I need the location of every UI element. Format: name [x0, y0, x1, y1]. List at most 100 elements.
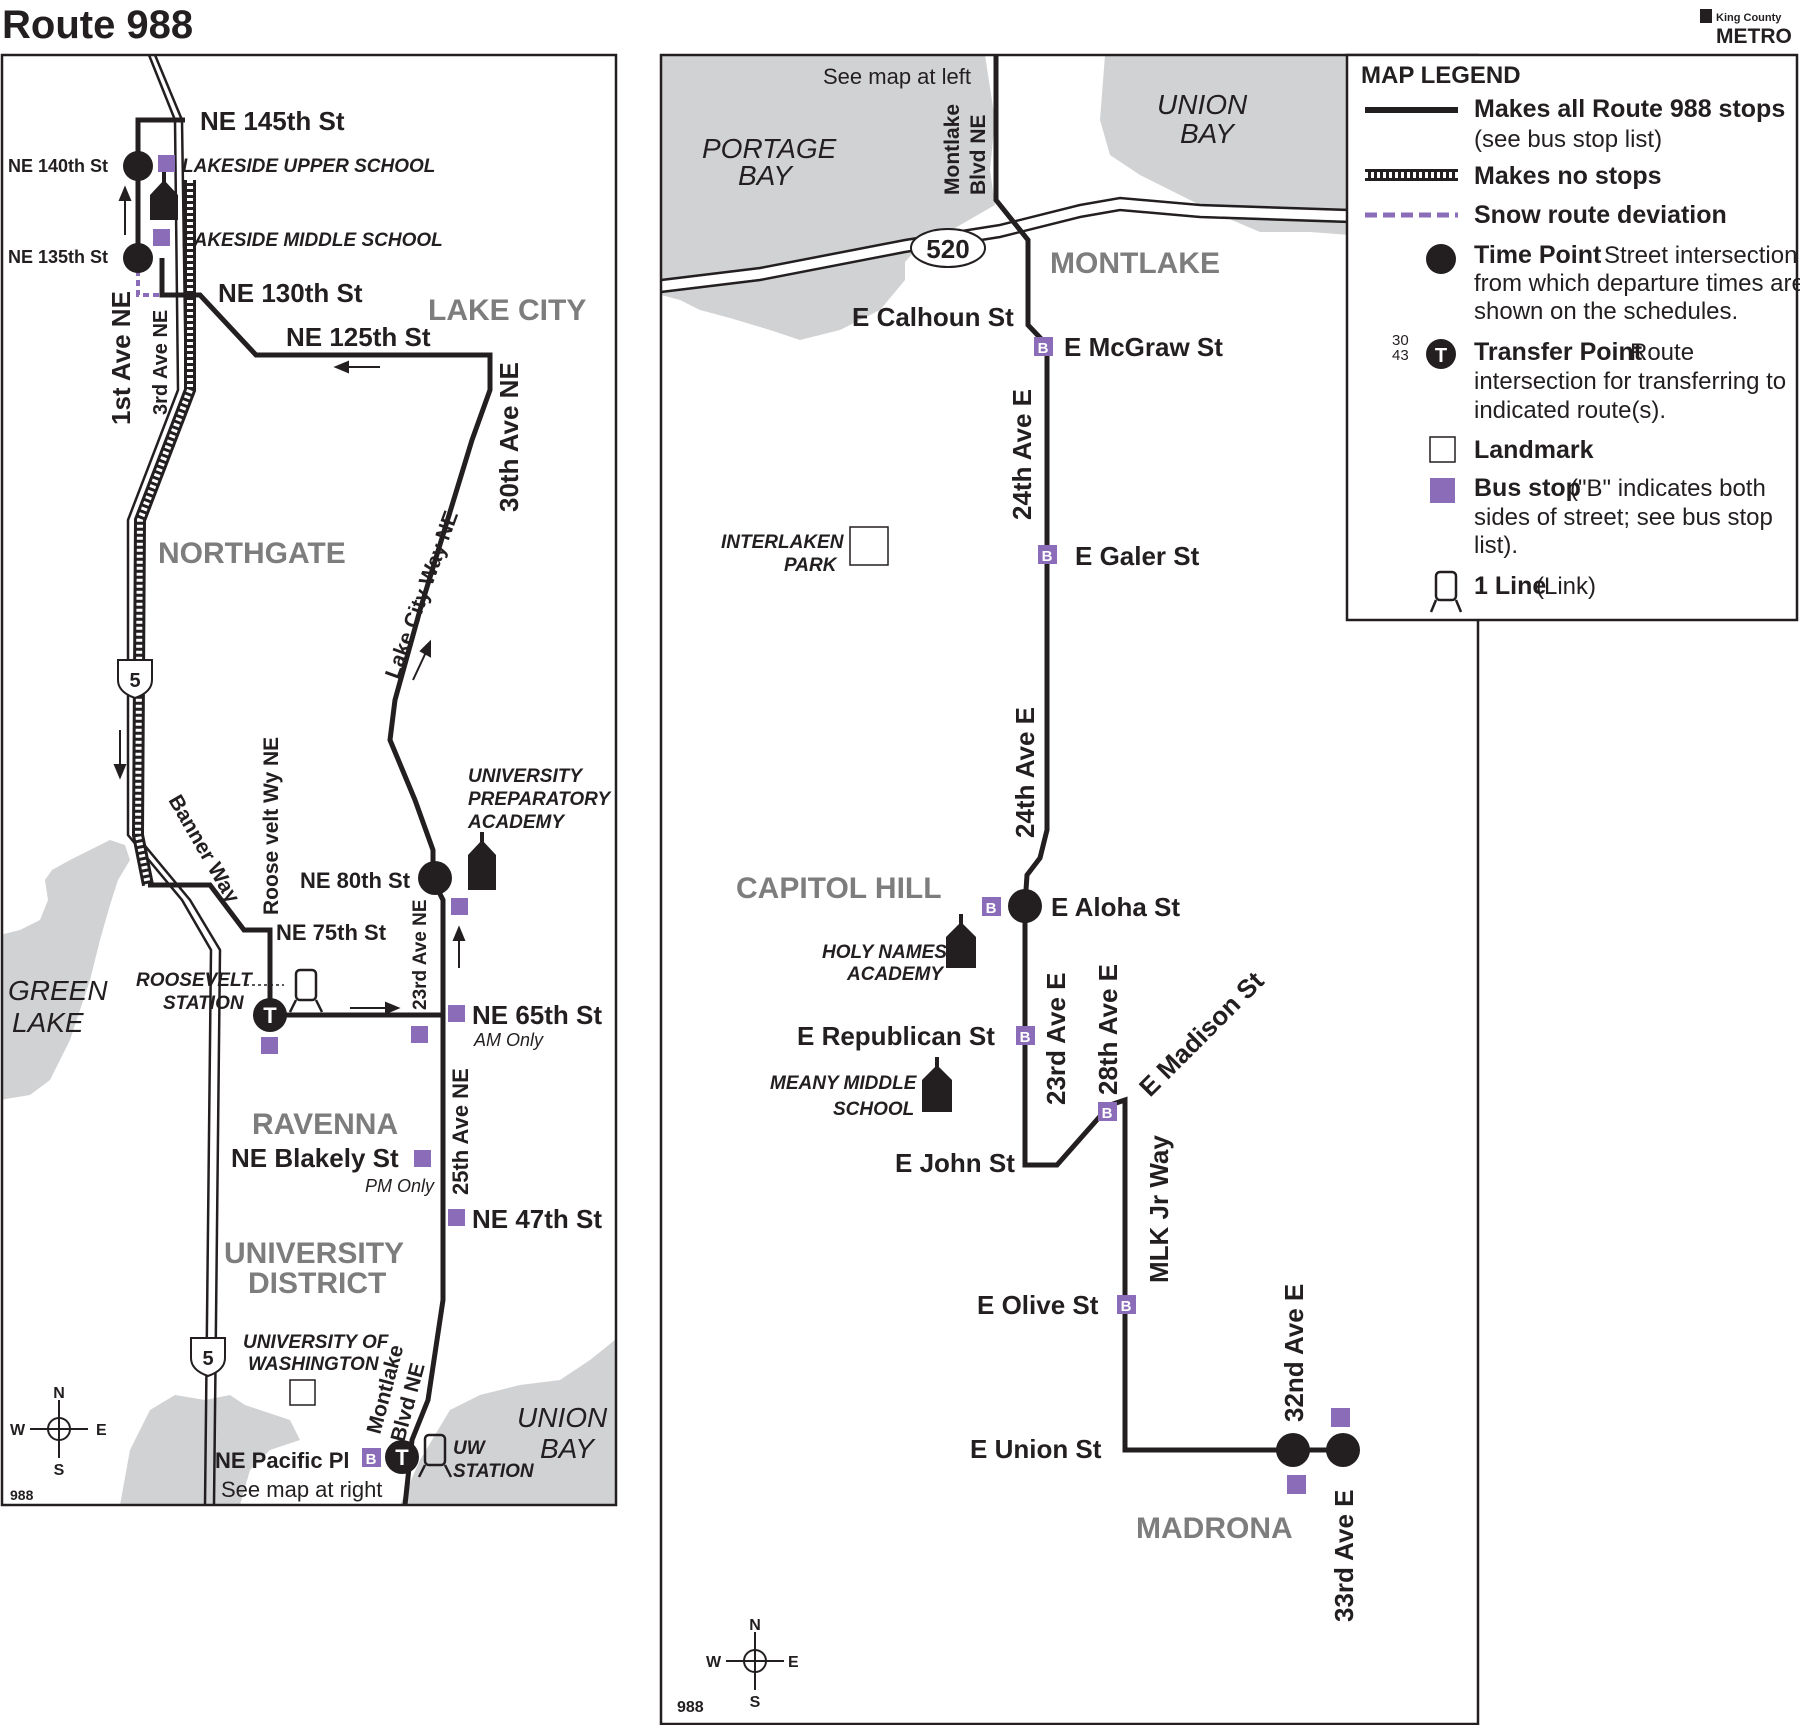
bus-stop: [158, 155, 175, 172]
svg-text:(see bus stop list): (see bus stop list): [1474, 126, 1662, 153]
landmark-lakeside-middle: LAKESIDE MIDDLE SCHOOL: [182, 230, 443, 251]
neighborhood-ravenna: RAVENNA: [252, 1108, 398, 1141]
street-blakely: NE Blakely St: [231, 1143, 399, 1173]
sr520-shield: 520: [910, 228, 986, 268]
bus-stop: [451, 898, 468, 915]
svg-text:43: 43: [1392, 347, 1409, 364]
light-rail-icon: [1429, 570, 1463, 613]
landmark-roosevelt-1: ROOSEVELT: [136, 970, 253, 991]
ne65-note: AM Only: [473, 1030, 544, 1050]
landmark-uw: [289, 1379, 316, 1406]
see-map-left: See map at left: [823, 64, 971, 89]
landmark-interlaken-2: PARK: [784, 555, 838, 576]
svg-text:Route: Route: [1630, 339, 1694, 366]
street-pacific: NE Pacific Pl: [215, 1448, 350, 1473]
water-union-bay-2: BAY: [1180, 118, 1236, 149]
svg-text:B: B: [366, 1451, 377, 1468]
neighborhood-lake-city: LAKE CITY: [428, 294, 586, 327]
time-point-ne135: [123, 243, 153, 273]
svg-text:("B" indicates both: ("B" indicates both: [1570, 475, 1766, 502]
light-rail-icon: [288, 968, 324, 1013]
landmark-uw-station-1: UW: [453, 1438, 487, 1459]
union-bay-water-left: [120, 1395, 300, 1505]
neighborhood-u-district-2: DISTRICT: [248, 1267, 386, 1300]
street-galer: E Galer St: [1075, 541, 1200, 571]
street-mcgraw: E McGraw St: [1064, 332, 1223, 362]
bus-stop-both-sides: B: [1038, 545, 1057, 565]
time-point-32nd: [1276, 1433, 1310, 1467]
legend-item-landmark: Landmark: [1429, 436, 1594, 464]
legend-item-bus-stop: Bus stop ("B" indicates both sides of st…: [1430, 474, 1773, 559]
street-ne65: NE 65th St: [472, 1000, 602, 1030]
union-bay-water-right: [1100, 55, 1350, 235]
svg-text:list).: list).: [1474, 532, 1518, 559]
logo-icon: [1700, 9, 1712, 23]
route-line-north: [135, 117, 185, 255]
svg-text:Transfer Point: Transfer Point: [1474, 338, 1643, 366]
street-25th-ave: 25th Ave NE: [448, 1068, 473, 1195]
svg-text:1 Line: 1 Line: [1474, 572, 1546, 600]
school-icon: [468, 832, 496, 890]
svg-text:Bus stop: Bus stop: [1474, 474, 1581, 502]
left-map-frame: [0, 53, 618, 1507]
svg-text:T: T: [395, 1445, 409, 1470]
neighborhood-u-district-1: UNIVERSITY: [224, 1237, 404, 1270]
i5-shield-south: 5: [190, 1337, 226, 1378]
landmark-roosevelt-2: STATION: [163, 993, 245, 1014]
street-aloha: E Aloha St: [1051, 892, 1180, 922]
street-john: E John St: [895, 1148, 1015, 1178]
see-map-right: See map at right: [221, 1477, 382, 1502]
svg-text:Time Point: Time Point: [1474, 241, 1602, 269]
map-legend: MAP LEGEND Makes all Route 988 stops (se…: [1345, 53, 1800, 622]
street-republican: E Republican St: [797, 1021, 995, 1051]
svg-text:30: 30: [1392, 332, 1409, 349]
street-ne125: NE 125th St: [286, 322, 431, 352]
legend-item-all-stops: Makes all Route 988 stops (see bus stop …: [1365, 95, 1785, 153]
transfer-point-uw: T: [385, 1440, 419, 1474]
street-ne145: NE 145th St: [200, 106, 345, 136]
svg-text:520: 520: [926, 234, 969, 264]
svg-text:E: E: [788, 1654, 799, 1671]
compass-left: N S E W: [10, 1385, 107, 1479]
logo-text-top: King County: [1716, 12, 1782, 24]
street-montlake-2: Blvd NE: [967, 114, 990, 195]
svg-text:shown on the schedules.: shown on the schedules.: [1474, 298, 1738, 325]
svg-text:B: B: [1038, 340, 1049, 357]
bus-stop-both-sides: B: [1117, 1295, 1136, 1315]
bus-stop: [261, 1037, 278, 1054]
time-point-aloha: [1008, 889, 1042, 923]
page-title: Route 988: [2, 3, 193, 47]
street-1st-ave: 1st Ave NE: [106, 291, 136, 425]
blakely-note: PM Only: [365, 1176, 435, 1196]
metro-logo: King County METRO: [1700, 9, 1792, 48]
legend-item-transfer-point: 30 43 T Transfer Point Route intersectio…: [1392, 332, 1786, 424]
right-map-frame: [659, 53, 1480, 1725]
svg-text:5: 5: [129, 670, 140, 692]
street-ne47: NE 47th St: [472, 1204, 602, 1234]
left-map: 5 5 T T: [0, 53, 618, 1507]
svg-text:W: W: [706, 1654, 722, 1671]
svg-text:S: S: [54, 1462, 65, 1479]
street-23rd-ave: 23rd Ave NE: [410, 899, 431, 1010]
street-union: E Union St: [970, 1434, 1102, 1464]
svg-text:sides of street; see bus stop: sides of street; see bus stop: [1474, 504, 1773, 531]
street-24th-ave-a: 24th Ave E: [1007, 389, 1037, 520]
street-lake-city-way: Lake City Way NE: [381, 508, 463, 682]
svg-text:B: B: [1042, 548, 1053, 565]
bus-stops-left: [153, 155, 468, 1226]
bus-stop-both-sides: B: [982, 897, 1001, 917]
landmark-uw-station-2: STATION: [453, 1461, 535, 1482]
street-33rd-ave: 33rd Ave E: [1329, 1490, 1359, 1622]
svg-text:B: B: [1020, 1029, 1031, 1046]
svg-text:5: 5: [202, 1348, 213, 1370]
landmark-univ-prep-1: UNIVERSITY: [468, 766, 584, 787]
svg-text:N: N: [53, 1385, 65, 1402]
snow-route-deviation: [136, 270, 162, 297]
neighborhood-montlake: MONTLAKE: [1050, 247, 1220, 280]
water-union-bay-1: UNION: [517, 1402, 608, 1433]
bus-stop: [448, 1005, 465, 1022]
svg-text:Makes all Route 988 stops: Makes all Route 988 stops: [1474, 95, 1785, 123]
transfer-point-roosevelt: T: [253, 998, 287, 1032]
time-point-33rd: [1326, 1433, 1360, 1467]
